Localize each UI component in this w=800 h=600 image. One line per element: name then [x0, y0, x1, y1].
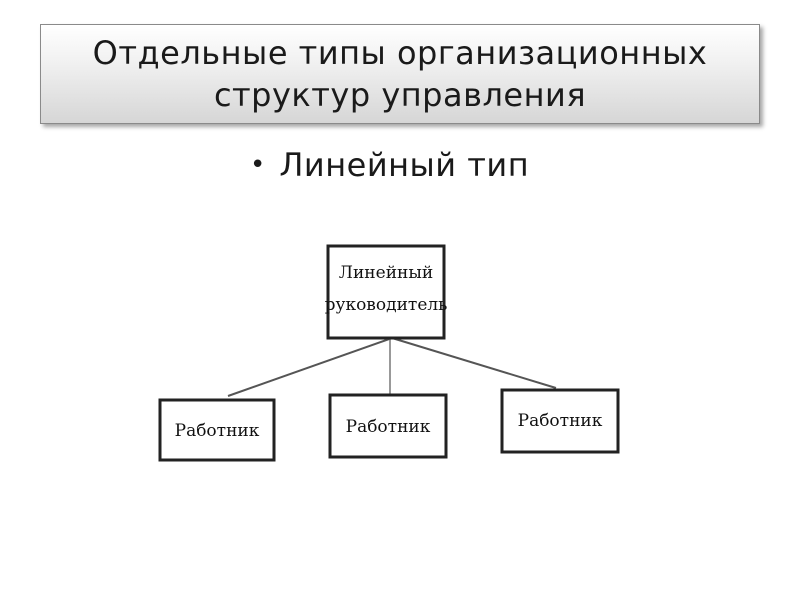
child-label-center: Работник	[346, 417, 431, 437]
slide-title: Отдельные типы организационных структур …	[92, 34, 708, 114]
bullet-text: Линейный тип	[279, 146, 530, 184]
title-box: Отдельные типы организационных структур …	[40, 24, 760, 124]
child-label-left: Работник	[175, 421, 260, 441]
root-label-line2: руководитель	[325, 295, 448, 315]
connector-right	[391, 337, 557, 389]
bullet-dot-icon: •	[250, 150, 266, 180]
child-box-right	[500, 388, 620, 454]
child-label-right: Работник	[518, 411, 603, 431]
root-box	[326, 244, 446, 340]
root-label-line1: Линейный	[339, 263, 433, 283]
child-box-center	[328, 393, 448, 459]
child-box-left	[158, 398, 276, 462]
bullet-item: • Линейный тип	[250, 146, 529, 184]
connector-left	[227, 337, 393, 397]
